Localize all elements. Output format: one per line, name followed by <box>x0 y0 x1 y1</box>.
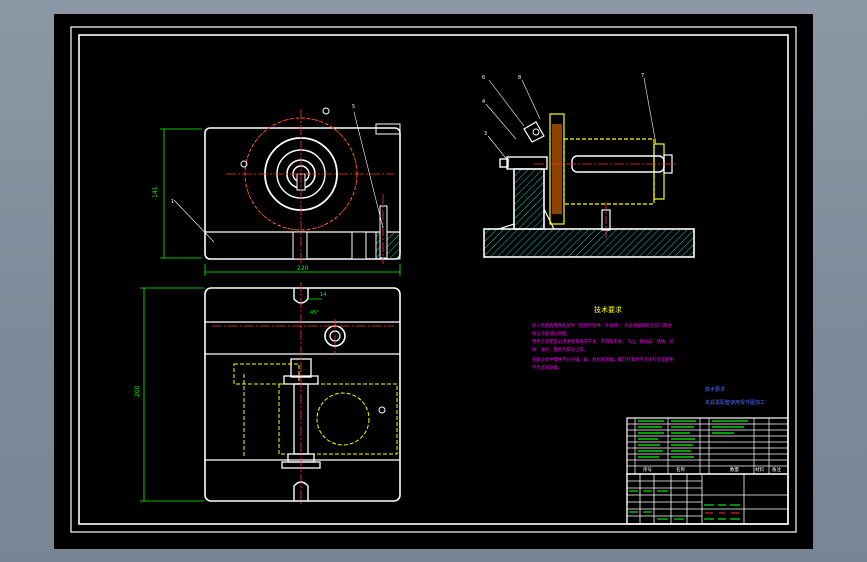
tech-req-line-2: 格证方能进行装配。 <box>532 330 571 337</box>
front-balloon-1: 1 <box>171 199 174 205</box>
top-dimension-width <box>204 264 401 276</box>
parts-list-header: 序号 名称 数量 材料 备注 <box>643 466 781 473</box>
top-dim-height-text: 200 <box>134 385 141 397</box>
drawing-frame <box>70 26 797 533</box>
remark-line-2: 夹具需配套使用零件图加工 <box>705 399 765 406</box>
top-dim-slot-text: 14 <box>320 292 326 298</box>
top-dim-width-text: 220 <box>297 265 309 272</box>
front-view: 141 1 5 <box>152 104 401 264</box>
front-balloon-5: 5 <box>352 104 355 110</box>
header-seq: 序号 <box>643 466 652 473</box>
cad-drawing: 141 1 5 <box>70 26 797 533</box>
tech-req-line-5: 装配过程中零件不允许磕、碰、划伤和锈蚀，螺钉拧紧时不允许打击或使用 <box>532 356 674 363</box>
header-qty: 数量 <box>730 466 739 473</box>
top-hidden-workpiece <box>233 363 398 458</box>
header-remark: 备注 <box>772 466 781 473</box>
top-body-outline <box>204 287 401 502</box>
remark-note: 技术要求 夹具需配套使用零件图加工 <box>705 386 765 406</box>
side-base-hatch <box>483 228 695 258</box>
tech-req-line-4: 屑、油污、着色剂和灰尘等。 <box>532 346 588 353</box>
side-workpiece <box>549 113 665 225</box>
tech-req-line-6: 不合适的旋具。 <box>532 364 562 371</box>
tech-req-title: 技术要求 <box>594 305 622 314</box>
top-dim-angle-text: 45° <box>310 310 319 316</box>
top-view: 220 200 14 45° <box>134 264 401 506</box>
side-balloon-6: 6 <box>482 75 485 81</box>
parts-list-entries <box>638 420 748 458</box>
header-name: 名称 <box>676 466 685 473</box>
side-balloon-3: 3 <box>484 131 487 137</box>
front-dimension-height <box>160 128 202 259</box>
remark-line-1: 技术要求 <box>705 386 725 393</box>
top-dimension-height <box>140 287 204 502</box>
header-material: 材料 <box>755 466 764 473</box>
side-view: 6 8 4 3 7 <box>482 73 695 258</box>
drawing-sheet: 141 1 5 <box>54 14 813 549</box>
front-centerlines <box>226 109 394 264</box>
tech-req-line-1: 装入装配的零件及部件（包括外购件、外协件），均必须具有检验部门的合 <box>532 322 672 329</box>
title-block-fields <box>629 490 740 520</box>
title-block <box>626 473 789 525</box>
side-support-hatch <box>513 168 545 230</box>
side-balloon-8: 8 <box>518 75 521 81</box>
technical-requirements: 技术要求 装入装配的零件及部件（包括外购件、外协件），均必须具有检验部门的合 格… <box>532 305 674 371</box>
side-balloon-7: 7 <box>641 73 644 79</box>
front-dim-height-text: 141 <box>152 186 159 198</box>
tech-req-line-3: 零件在装配前必须清理和清洗干净，不得有毛刺、飞边、氧化皮、锈蚀、切 <box>532 338 674 345</box>
side-balloon-4: 4 <box>482 99 485 105</box>
